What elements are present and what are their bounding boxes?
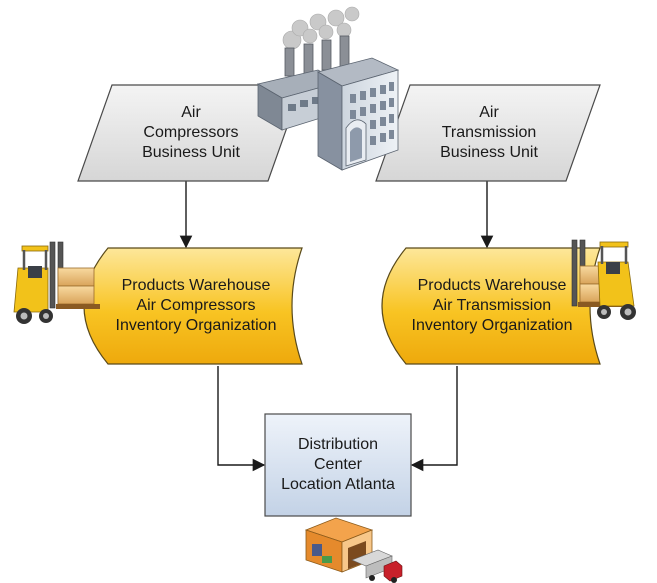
bu-air-transmission-line-1: Air: [479, 104, 499, 121]
bu-air-compressors-line-2: Compressors: [143, 124, 239, 141]
inv-air-compressors-line-3: Inventory Organization: [115, 317, 277, 334]
business-unit-air-compressors-label: Air Compressors Business Unit: [96, 98, 286, 168]
business-unit-air-compressors-shape: [77, 84, 303, 182]
inv-air-transmission-line-3: Inventory Organization: [411, 317, 573, 334]
distribution-center-line-1: Distribution: [297, 436, 379, 453]
inv-air-transmission-line-1: Products Warehouse: [417, 277, 567, 294]
inv-air-transmission-line-2: Air Transmission: [432, 297, 552, 314]
inventory-org-air-transmission-label: Products Warehouse Air Transmission Inve…: [388, 268, 596, 344]
distribution-center-label: Distribution Center Location Atlanta: [265, 430, 411, 500]
connectors: [179, 181, 494, 472]
bu-air-transmission-line-2: Transmission: [441, 124, 537, 141]
connector-inv-left-to-center: [217, 366, 266, 472]
factory-icon: [256, 6, 400, 171]
bu-air-transmission-line-3: Business Unit: [440, 144, 538, 161]
warehouse-truck-icon: [304, 517, 403, 583]
bu-air-compressors-line-1: Air: [181, 104, 201, 121]
inv-air-compressors-line-2: Air Compressors: [136, 297, 256, 314]
inv-air-compressors-line-1: Products Warehouse: [121, 277, 271, 294]
forklift-icon: [571, 239, 636, 320]
distribution-center-line-2: Center: [313, 456, 363, 473]
business-unit-air-transmission-label: Air Transmission Business Unit: [394, 98, 584, 168]
inventory-org-air-compressors-label: Products Warehouse Air Compressors Inven…: [92, 268, 300, 344]
distribution-center-line-3: Location Atlanta: [281, 476, 395, 493]
forklift-icon: [13, 241, 100, 324]
connector-inv-right-to-center: [410, 366, 458, 472]
distribution-center-shape: [264, 413, 412, 517]
bu-air-compressors-line-3: Business Unit: [142, 144, 240, 161]
